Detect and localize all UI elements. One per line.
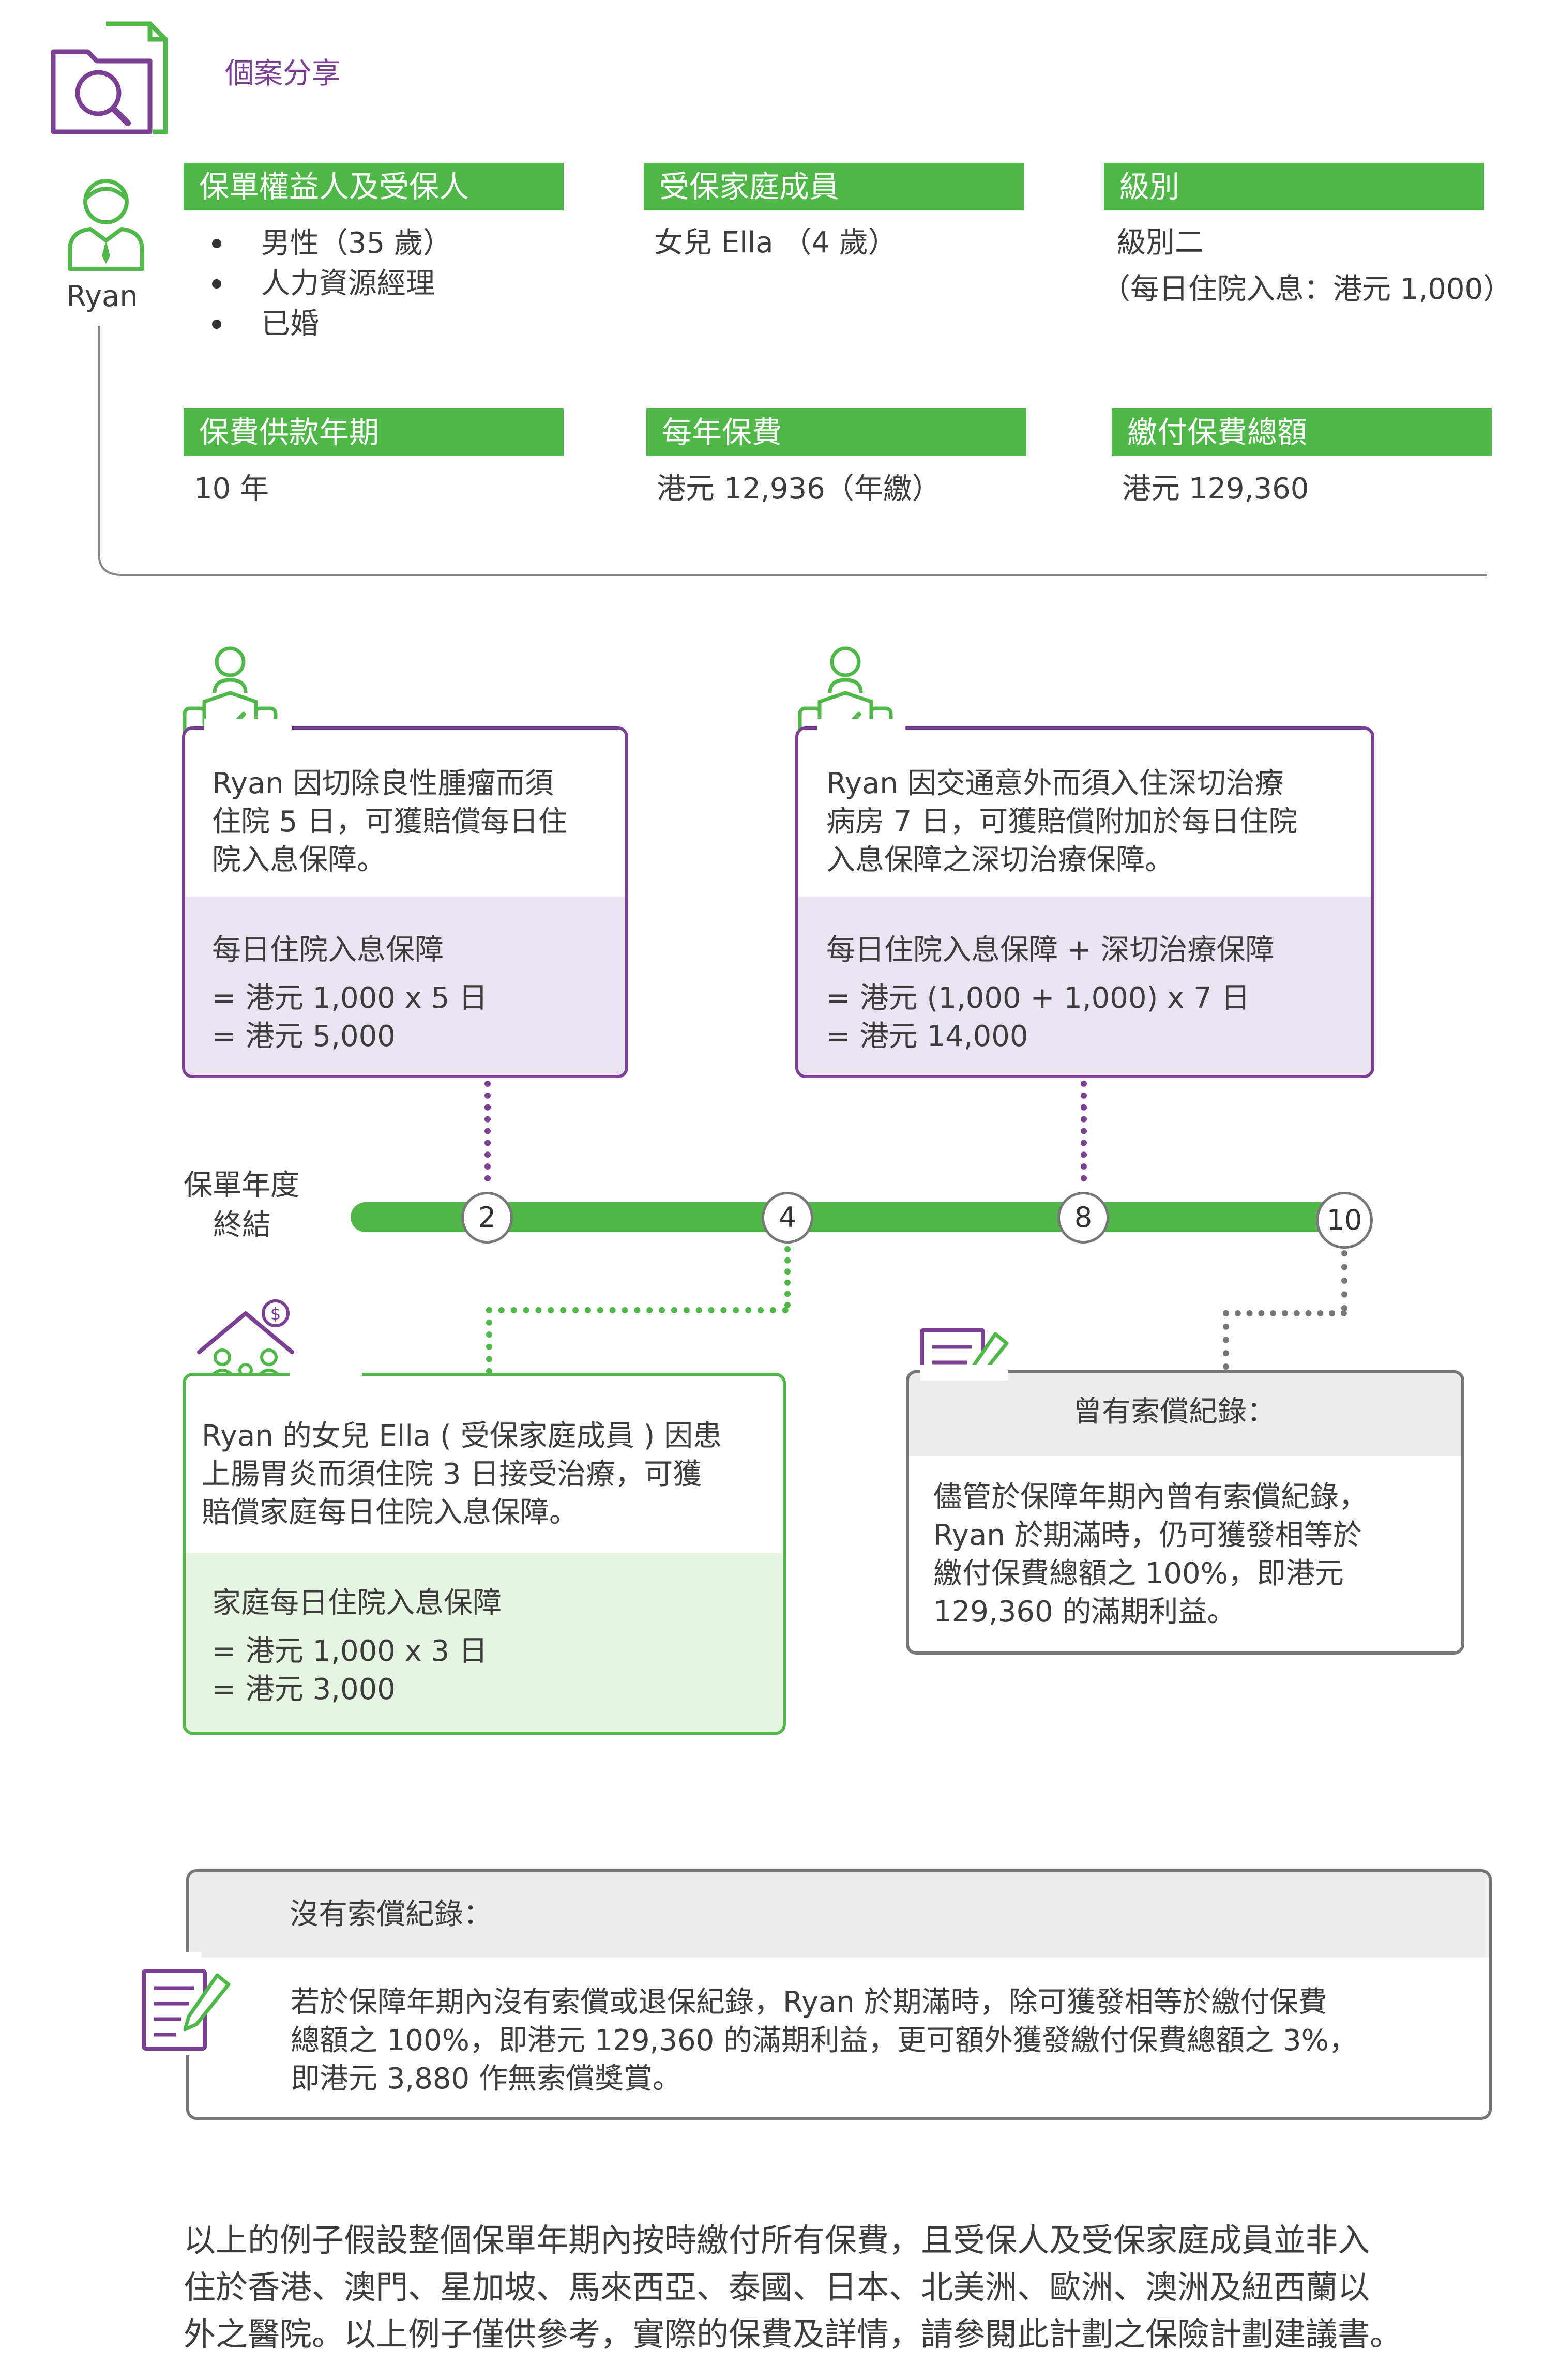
person-icon xyxy=(68,179,144,271)
claim-card-year8 xyxy=(795,726,1374,1078)
form-pen-icon xyxy=(142,1969,231,2051)
annual-premium-label: 每年保費 xyxy=(646,408,1026,456)
event-text: Ryan 的女兒 Ella ( 受保家庭成員 ) 因患 xyxy=(202,1419,722,1453)
connector-year10 xyxy=(1341,1250,1347,1311)
claim-card-year4 xyxy=(183,1373,786,1735)
event-text: 院入息保障。 xyxy=(212,843,386,877)
event-text: 繳付保費總額之 100%，即港元 xyxy=(933,1557,1344,1590)
connector-year8 xyxy=(1081,1081,1087,1181)
event-text: 129,360 的滿期利益。 xyxy=(933,1595,1236,1629)
annual-premium-value: 港元 12,936（年繳） xyxy=(657,472,941,506)
calc-line: = 港元 5,000 xyxy=(212,1020,396,1053)
event-text: 住院 5 日，可獲賠償每日住 xyxy=(212,805,568,839)
policy-owner-item: 男性（35 歲） xyxy=(211,223,452,264)
connector-year2 xyxy=(484,1081,491,1181)
level-note: （每日住院入息：港元 1,000） xyxy=(1101,272,1512,306)
event-text: 上腸胃炎而須住院 3 日接受治療，可獲 xyxy=(202,1458,702,1491)
person-name: Ryan xyxy=(66,280,138,313)
calc-line: = 港元 1,000 x 3 日 xyxy=(212,1634,488,1668)
policy-owner-item: 已婚 xyxy=(212,304,319,344)
term-value: 10 年 xyxy=(194,472,269,506)
event-text: 病房 7 日，可獲賠償附加於每日住院 xyxy=(826,805,1298,839)
timeline-node-8: 8 xyxy=(1057,1192,1109,1244)
total-premium-value: 港元 129,360 xyxy=(1122,472,1309,506)
no-claim-text: 總額之 100%，即港元 129,360 的滿期利益，更可額外獲發繳付保費總額之… xyxy=(291,2024,1358,2057)
timeline-label: 終結 xyxy=(213,1208,271,1242)
page-title: 個案分享 xyxy=(225,57,341,90)
no-claim-card xyxy=(186,1869,1492,2120)
calc-line: = 港元 (1,000 + 1,000) x 7 日 xyxy=(826,981,1250,1015)
no-claim-title: 沒有索償紀錄： xyxy=(290,1898,492,1931)
claim-card-year2 xyxy=(182,726,628,1078)
connector-year4-h xyxy=(486,1307,789,1313)
connector-year4-v xyxy=(486,1307,492,1374)
folder-search-icon xyxy=(51,21,168,134)
svg-text:$: $ xyxy=(270,1304,281,1324)
event-text: Ryan 因交通意外而須入住深切治療 xyxy=(826,767,1284,800)
event-text: Ryan 因切除良性腫瘤而須 xyxy=(212,767,554,800)
event-text: 入息保障之深切治療保障。 xyxy=(826,843,1174,877)
timeline-label: 保單年度 xyxy=(184,1169,299,1202)
connector-year10-v xyxy=(1223,1310,1229,1370)
event-text: Ryan 於期滿時，仍可獲發相等於 xyxy=(933,1519,1362,1552)
family-member-value: 女兒 Ella （4 歲） xyxy=(654,226,897,260)
timeline-bar xyxy=(351,1202,1364,1232)
timeline-node-2: 2 xyxy=(461,1192,513,1244)
total-premium-label: 繳付保費總額 xyxy=(1112,408,1492,456)
calc-line: = 港元 3,000 xyxy=(212,1673,396,1706)
connector-year10-h xyxy=(1223,1310,1347,1316)
calc-line: = 港元 1,000 x 5 日 xyxy=(212,981,488,1015)
calc-line: = 港元 14,000 xyxy=(826,1020,1028,1053)
level-label: 級別 xyxy=(1104,163,1484,210)
family-member-label: 受保家庭成員 xyxy=(644,163,1024,210)
timeline-node-10: 10 xyxy=(1316,1192,1373,1249)
no-claim-text: 若於保障年期內沒有索償或退保紀錄，Ryan 於期滿時，除可獲發相等於繳付保費 xyxy=(291,1985,1327,2019)
timeline-node-4: 4 xyxy=(762,1192,813,1244)
calc-title: 每日住院入息保障 xyxy=(212,933,444,967)
profile-bracket xyxy=(98,326,1487,576)
policy-owner-label: 保單權益人及受保人 xyxy=(184,163,564,210)
calc-title: 家庭每日住院入息保障 xyxy=(212,1586,502,1620)
footnote-text: 外之醫院。以上例子僅供參考，實際的保費及詳情，請參閱此計劃之保險計劃建議書。 xyxy=(184,2315,1402,2353)
level-value: 級別二 xyxy=(1117,226,1204,260)
event-text: 賠償家庭每日住院入息保障。 xyxy=(202,1496,578,1529)
record-title: 曾有索償紀錄： xyxy=(1073,1395,1276,1429)
calc-title: 每日住院入息保障 + 深切治療保障 xyxy=(826,933,1275,967)
event-text: 儘管於保障年期內曾有索償紀錄， xyxy=(933,1480,1368,1514)
policy-owner-item: 人力資源經理 xyxy=(212,264,435,304)
footnote-text: 住於香港、澳門、星加坡、馬來西亞、泰國、日本、北美洲、歐洲、澳洲及紐西蘭以 xyxy=(184,2268,1370,2306)
connector-year4 xyxy=(784,1246,791,1308)
footnote-text: 以上的例子假設整個保單年期內按時繳付所有保費，且受保人及受保家庭成員並非入 xyxy=(184,2221,1370,2259)
no-claim-text: 即港元 3,880 作無索償獎賞。 xyxy=(291,2062,681,2096)
term-label: 保費供款年期 xyxy=(184,408,564,456)
claim-card-year10 xyxy=(906,1370,1464,1655)
